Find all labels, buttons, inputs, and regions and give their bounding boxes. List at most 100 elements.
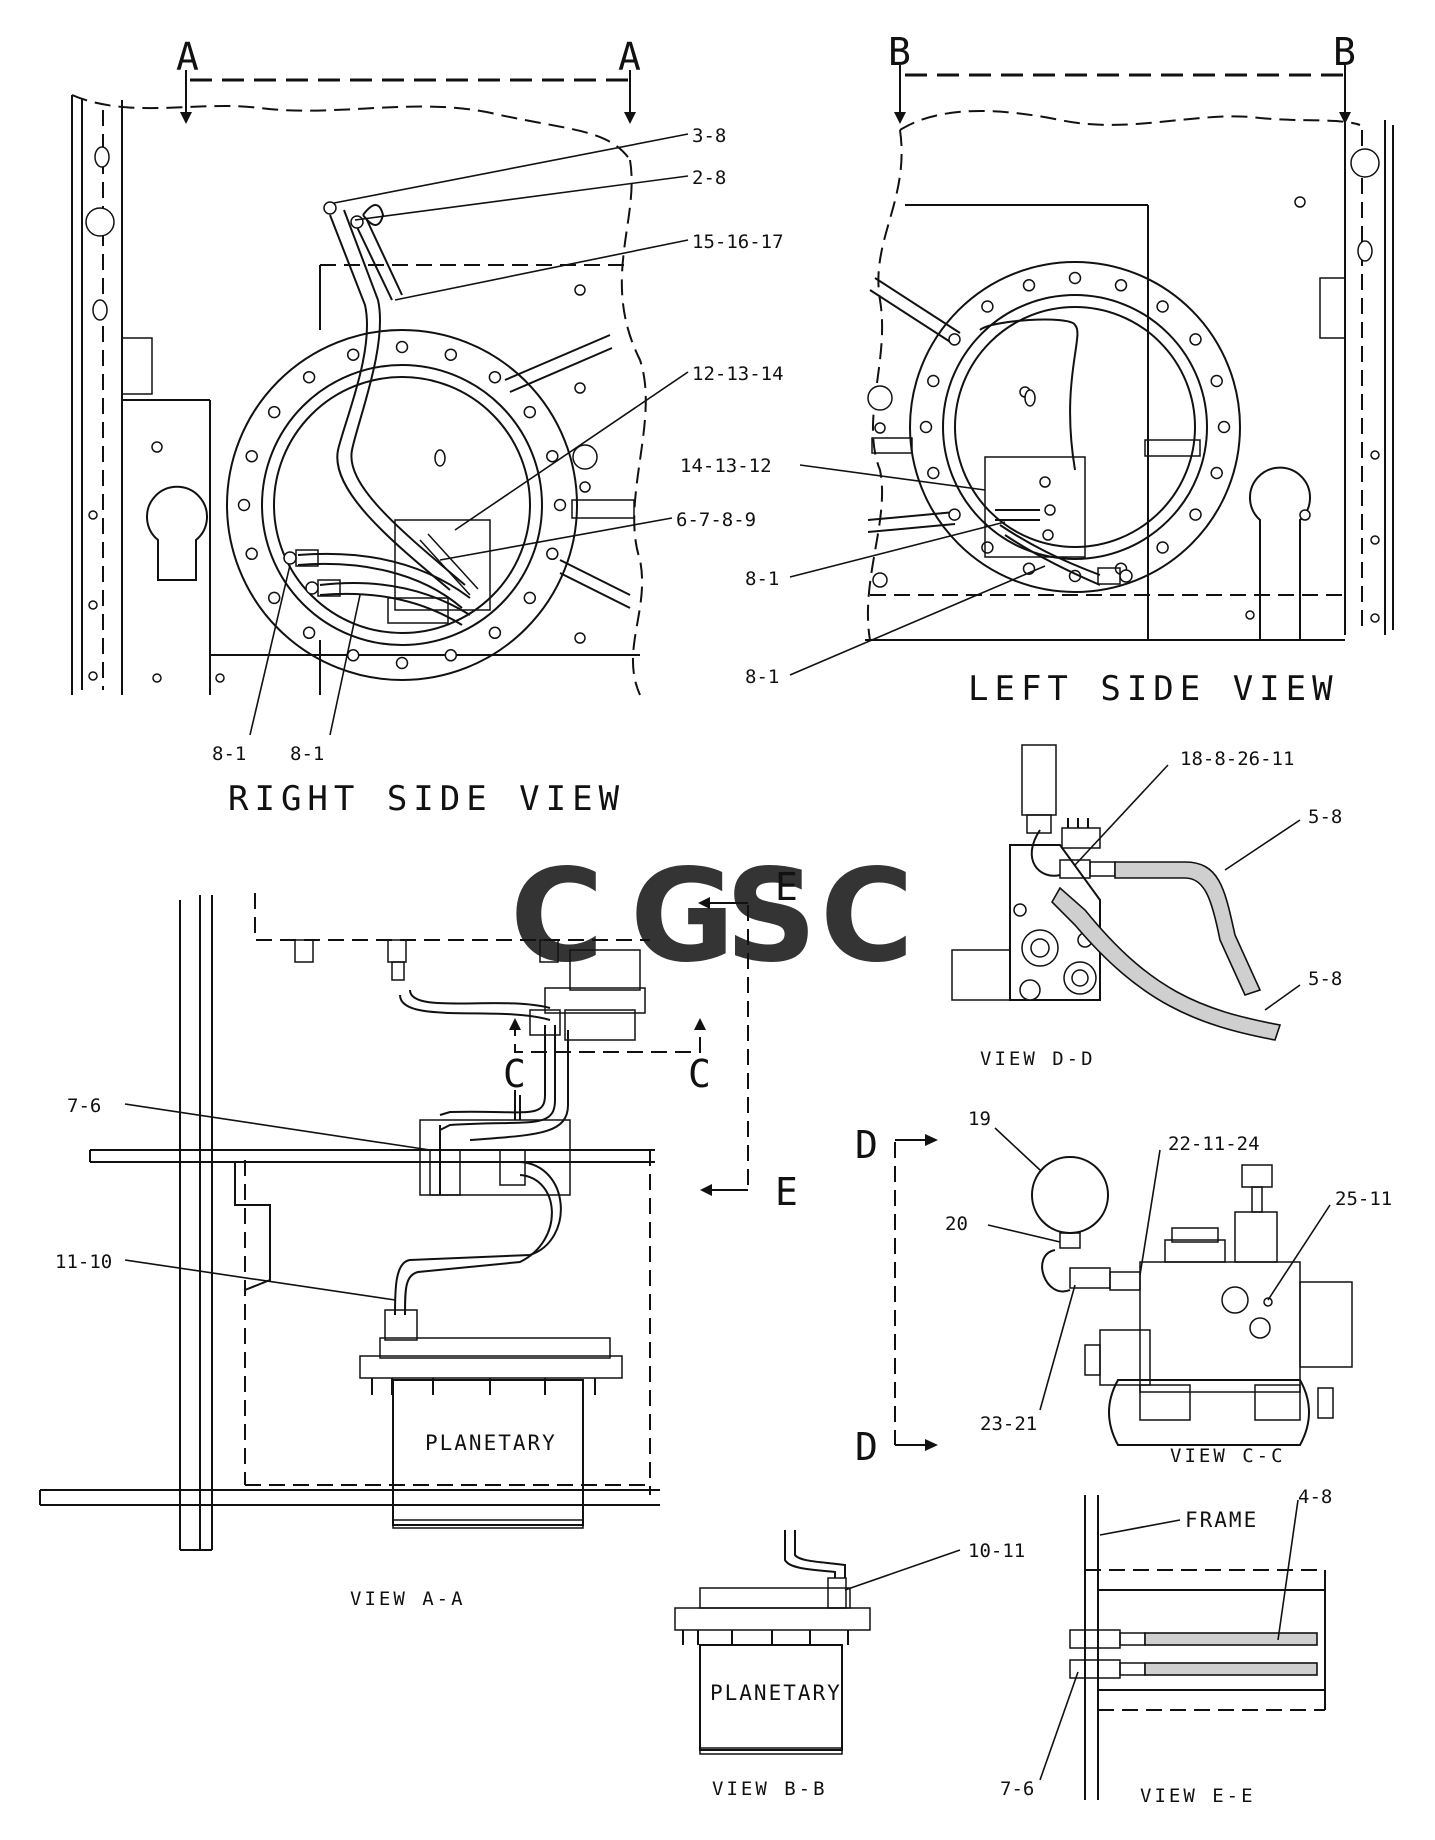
planetary-label-aa: PLANETARY [425,1431,557,1455]
bolt-hole [245,449,258,463]
section-marker-d-bottom: D [855,1425,878,1469]
bolt-hole [981,300,994,313]
bolt-hole [1156,541,1169,554]
left-side-view-title: LEFT SIDE VIEW [968,669,1339,709]
bolt-hole [444,649,458,662]
section-marker-b-left: B [888,30,911,74]
right-side-callouts: 3-8 2-8 15-16-17 12-13-14 6-7-8-9 8-1 8-… [212,125,784,819]
view-a-a-title: VIEW A-A [350,1588,466,1610]
flange-bolts [919,271,1231,583]
bolt-hole [1210,466,1223,480]
bolt-hole [267,591,281,605]
callout-22-11-24: 22-11-24 [1168,1133,1260,1155]
right-side-view-title: RIGHT SIDE VIEW [228,779,625,819]
bolt-hole [981,541,994,554]
callout-19: 19 [968,1108,991,1130]
left-side-view: B B [865,30,1394,641]
view-d-d [951,744,1282,1041]
bolt-hole [488,370,502,384]
callout-5-8-a: 5-8 [1308,806,1342,828]
callout-4-8: 4-8 [1298,1486,1332,1508]
view-e-e [1069,1495,1326,1800]
section-marker-a-left: A [176,35,199,79]
bolt-hole [237,498,251,512]
callout-12-13-14: 12-13-14 [692,363,784,385]
view-a-a-callouts: 7-6 11-10 VIEW A-A [55,1095,466,1610]
callout-6-7-8-9: 6-7-8-9 [676,509,756,531]
bolt-hole [948,333,961,346]
bolt-hole [927,466,940,480]
section-line-e: E E [698,865,798,1214]
bolt-hole [948,508,961,521]
bolt-hole [1114,279,1128,292]
section-marker-c-left: C [503,1052,526,1096]
bolt-hole [302,626,316,640]
callout-14-13-12: 14-13-12 [680,455,772,477]
section-marker-b-right: B [1333,30,1356,74]
view-c-c-callouts: 19 20 22-11-24 25-11 23-21 VIEW C-C [945,1108,1392,1467]
bolt-hole [1022,279,1036,292]
view-a-a: C C PLANETARY [39,893,711,1551]
bolt-hole [927,374,940,388]
bolt-hole [546,547,559,561]
section-marker-e-bottom: E [775,1170,798,1214]
bolt-hole [302,370,316,384]
bolt-hole [1189,508,1202,521]
callout-8-1-a: 8-1 [212,743,246,765]
left-side-callouts: 14-13-12 8-1 8-1 LEFT SIDE VIEW [680,455,1339,709]
bolt-hole [553,498,567,512]
section-marker-a-right: A [618,35,641,79]
callout-8-1-b: 8-1 [290,743,324,765]
callout-5-8-b: 5-8 [1308,968,1342,990]
watermark-letter-1: C [510,842,604,991]
view-d-d-callouts: 18-8-26-11 5-8 5-8 VIEW D-D [980,748,1342,1070]
callout-2-8: 2-8 [692,167,726,189]
frame-label: FRAME [1185,1508,1258,1532]
view-c-c: D D [855,1123,1353,1469]
section-marker-e-top: E [775,865,798,909]
bolt-hole [395,340,409,354]
bolt-hole [523,405,537,419]
bolt-hole [346,348,360,361]
bolt-hole [1189,333,1202,346]
section-marker-c-right: C [688,1052,711,1096]
planetary-label-bb: PLANETARY [710,1681,842,1705]
bolt-hole [1068,271,1082,285]
bolt-hole [245,547,258,561]
view-b-b-callouts: 10-11 VIEW B-B [712,1540,1025,1800]
watermark-letter-2: G [630,842,735,991]
watermark-letter-3: S [725,842,817,991]
callout-8-1-ls-b: 8-1 [745,666,779,688]
callout-18-8-26-11: 18-8-26-11 [1180,748,1294,770]
callout-20: 20 [945,1213,968,1235]
view-b-b-title: VIEW B-B [712,1778,828,1800]
bolt-hole [1217,420,1231,434]
callout-8-1-ls-a: 8-1 [745,568,779,590]
bolt-hole [444,348,458,361]
callout-11-10: 11-10 [55,1251,112,1273]
view-c-c-title: VIEW C-C [1170,1445,1286,1467]
bolt-hole [395,656,409,670]
flange-bolts [237,340,567,670]
callout-15-16-17: 15-16-17 [692,231,784,253]
bolt-hole [523,591,537,605]
section-marker-d-top: D [855,1123,878,1167]
callout-25-11: 25-11 [1335,1188,1392,1210]
callout-3-8: 3-8 [692,125,726,147]
bolt-hole [1210,374,1223,388]
bolt-hole [919,420,933,434]
bolt-hole [267,405,281,419]
view-e-e-callouts: FRAME 4-8 7-6 VIEW E-E [1000,1486,1332,1807]
callout-7-6-ee: 7-6 [1000,1778,1034,1800]
bolt-hole [488,626,502,640]
bolt-hole [546,449,559,463]
bolt-hole [1156,300,1169,313]
right-side-view: A A [71,35,647,696]
view-b-b: PLANETARY [674,1530,871,1755]
view-e-e-title: VIEW E-E [1140,1785,1256,1807]
callout-7-6-aa: 7-6 [67,1095,101,1117]
callout-10-11: 10-11 [968,1540,1025,1562]
view-d-d-title: VIEW D-D [980,1048,1096,1070]
bolt-hole [346,649,360,662]
